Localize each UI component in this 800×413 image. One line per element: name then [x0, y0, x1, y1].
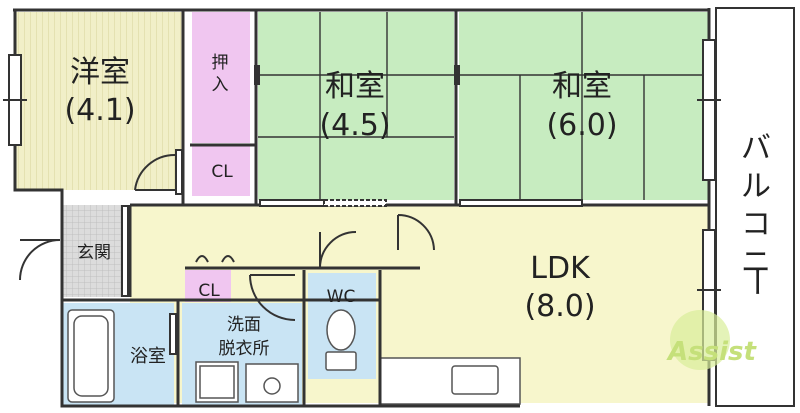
washroom-label-1: 洗面 — [227, 315, 261, 335]
balcony-char: ニ — [741, 245, 771, 280]
western-room-name: 洋室 — [70, 55, 130, 90]
balcony-char: ー — [738, 267, 773, 297]
wc-label: WC — [327, 287, 356, 307]
japanese-room-a-size: (4.5) — [319, 108, 390, 143]
japanese-room-b-size: (6.0) — [546, 108, 617, 143]
entrance-label: 玄関 — [77, 243, 111, 263]
japanese-room-a-name: 和室 — [325, 69, 385, 104]
ldk-size: (8.0) — [524, 289, 595, 324]
kitchen-sink — [451, 365, 499, 395]
japanese-room-b-floor — [459, 12, 709, 200]
closet-lower-floor — [185, 270, 231, 302]
washroom-label-2: 脱衣所 — [219, 339, 270, 359]
balcony-char: ル — [741, 169, 771, 204]
western-room-size: (4.1) — [64, 93, 135, 128]
swing-doors — [19, 153, 435, 321]
sliding-doors — [121, 149, 583, 355]
balcony-frame — [715, 7, 795, 407]
kitchen-counter — [379, 357, 521, 405]
closet-upper-floor — [192, 146, 250, 196]
japanese-room-b-name: 和室 — [552, 69, 612, 104]
bath-label: 浴室 — [130, 346, 166, 367]
tatami-lines — [258, 12, 709, 200]
closet-upper-label: CL — [211, 162, 233, 182]
entrance-floor — [62, 205, 130, 297]
closet-lower-label: CL — [198, 281, 220, 301]
balcony-label: バ ル コ ニ ー — [738, 131, 773, 297]
balcony-char: コ — [741, 207, 771, 242]
toilet-fixture — [325, 309, 357, 371]
bathtub — [67, 309, 115, 403]
assist-logo: Assist — [666, 310, 757, 370]
japanese-room-a-floor — [258, 12, 454, 200]
svg-text:Assist: Assist — [666, 337, 757, 367]
ldk-name: LDK — [530, 251, 591, 286]
oshiire-label-1: 押 — [212, 53, 229, 73]
oshiire-label-2: 入 — [212, 75, 229, 95]
balcony-char: バ — [741, 131, 771, 166]
oshiire-floor — [192, 12, 250, 143]
washroom-fixtures — [195, 361, 299, 403]
